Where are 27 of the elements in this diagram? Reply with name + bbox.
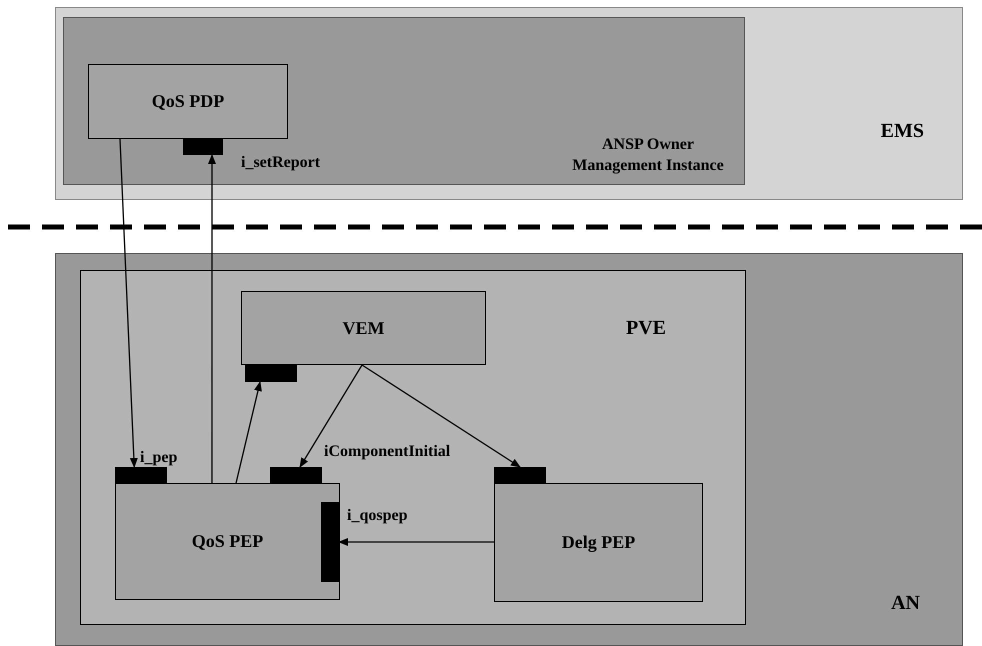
- box-title: QoS PDP: [152, 90, 224, 113]
- box-title: AN: [891, 591, 920, 616]
- box-title: ANSP Owner Management Instance: [571, 135, 725, 176]
- port-label: i_setReport: [241, 153, 320, 173]
- port-label: iComponentInitial: [324, 442, 450, 462]
- box-title: EMS: [880, 119, 924, 144]
- component-box: [494, 483, 703, 602]
- arrow: [208, 154, 216, 483]
- arrow: [362, 364, 521, 468]
- instance-box: [63, 17, 745, 185]
- box-title: VEM: [342, 316, 384, 340]
- interface-port: [245, 365, 297, 382]
- system-box: [55, 253, 963, 646]
- box-title: QoS PEP: [192, 530, 264, 553]
- arrow: [299, 364, 363, 468]
- box-title: Delg PEP: [562, 531, 636, 554]
- port-label: i_qospep: [347, 506, 408, 526]
- box-title: PVE: [626, 316, 666, 341]
- arrow: [119, 138, 138, 468]
- environment-box: [80, 270, 746, 625]
- arrow: [338, 538, 494, 546]
- interface-port: [494, 467, 546, 483]
- port-label: i_pep: [140, 448, 178, 468]
- arrow: [235, 381, 262, 484]
- component-box: [241, 291, 486, 365]
- system-box: [55, 7, 963, 200]
- component-box: [88, 64, 288, 139]
